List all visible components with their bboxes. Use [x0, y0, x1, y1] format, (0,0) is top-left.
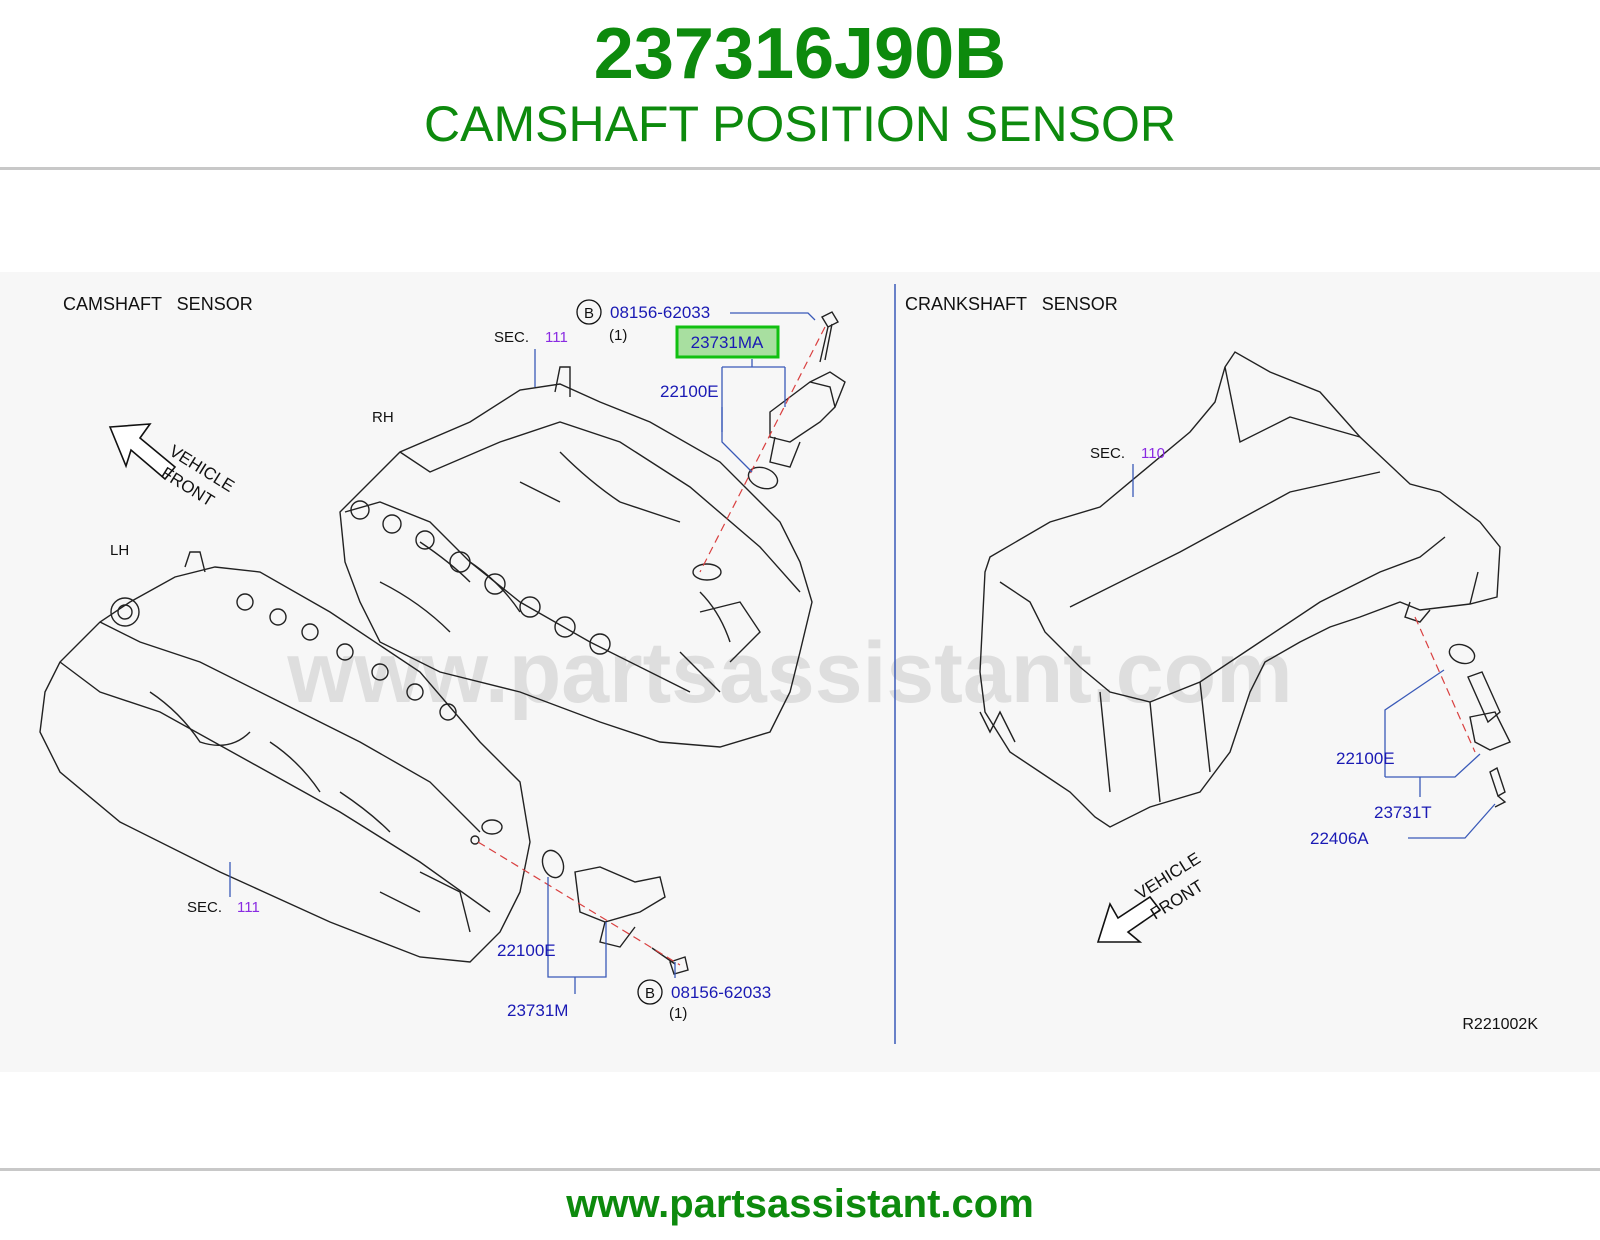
bolt-bottom-qty: (1)	[669, 1005, 687, 1022]
highlighted-part-box[interactable]	[675, 325, 780, 359]
lh-install-axis	[477, 841, 681, 966]
bolt-top-qty: (1)	[609, 327, 627, 344]
part-number-title: 237316J90B	[593, 14, 1007, 94]
lh-camshaft-sensor-diagram	[541, 849, 689, 975]
bolt-bottom-code-circle	[637, 979, 663, 1005]
vehicle-front-arrow-left	[108, 423, 177, 481]
crank-install-axis	[1414, 616, 1476, 753]
bolt-top-code-circle	[576, 299, 602, 325]
bolt-top-code: B	[584, 305, 594, 322]
crankshaft-sensor-diagram	[1448, 643, 1511, 808]
sensor-bottom-link[interactable]: 23731M	[507, 1001, 568, 1020]
sec-110-number: 110	[1141, 445, 1165, 462]
sec-top-number: 111	[545, 329, 568, 346]
lh-label: LH	[110, 542, 129, 559]
crank-bolt-link[interactable]: 22406A	[1310, 829, 1369, 848]
bolt-top-leader	[730, 312, 816, 321]
parts-diagram-svg: www.partsassistant.com CAMSHAFT SENSOR	[0, 272, 1600, 1072]
crank-sensor-leader	[1384, 669, 1481, 778]
bolt-bottom-part-link[interactable]: 08156-62033	[671, 983, 771, 1002]
footer-divider	[0, 1168, 1600, 1171]
part-name-subtitle: CAMSHAFT POSITION SENSOR	[424, 96, 1176, 152]
rh-install-axis	[699, 326, 826, 573]
crankshaft-panel-title: CRANKSHAFT SENSOR	[905, 294, 1118, 314]
vehicle-front-arrow-right	[1096, 895, 1162, 943]
diagram-background	[0, 272, 1600, 1072]
sec-bottom-prefix: SEC.	[187, 899, 222, 916]
parts-diagram: www.partsassistant.com CAMSHAFT SENSOR	[0, 272, 1600, 1072]
header-divider	[0, 167, 1600, 170]
diagram-reference-code: R221002K	[1462, 1016, 1538, 1033]
lh-sensor-leader	[547, 877, 607, 978]
lh-cylinder-head	[39, 551, 531, 963]
bolt-bottom-code: B	[645, 985, 655, 1002]
sec-110-prefix: SEC.	[1090, 445, 1125, 462]
oring-top-link[interactable]: 22100E	[660, 382, 719, 401]
rh-camshaft-sensor-diagram	[747, 311, 846, 490]
watermark: www.partsassistant.com	[286, 625, 1292, 721]
crank-sensor-link[interactable]: 23731T	[1374, 803, 1432, 822]
oring-bottom-link[interactable]: 22100E	[497, 941, 556, 960]
oil-pan-diagram	[979, 351, 1501, 828]
crank-bolt-leader	[1408, 803, 1496, 839]
sec-top-prefix: SEC.	[494, 329, 529, 346]
page-header: 237316J90B CAMSHAFT POSITION SENSOR	[0, 0, 1600, 170]
camshaft-panel-title: CAMSHAFT SENSOR	[63, 294, 253, 314]
oring-top-leader	[721, 407, 753, 473]
crank-oring-link[interactable]: 22100E	[1336, 749, 1395, 768]
rh-cylinder-head	[339, 366, 813, 748]
sec-bottom-number: 111	[237, 899, 260, 916]
highlighted-part-leader	[721, 359, 786, 432]
highlighted-part-link[interactable]: 23731MA	[691, 333, 764, 352]
bolt-top-part-link[interactable]: 08156-62033	[610, 303, 710, 322]
rh-label: RH	[372, 409, 394, 426]
footer-website-link[interactable]: www.partsassistant.com	[566, 1182, 1034, 1226]
